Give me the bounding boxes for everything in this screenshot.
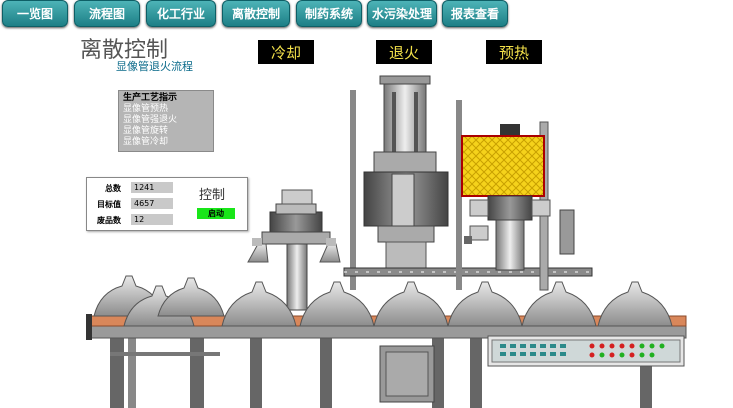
target-label: 目标值	[97, 200, 121, 209]
nav-pharma[interactable]: 制药系统	[296, 0, 362, 27]
start-button[interactable]: 启动	[197, 208, 235, 219]
nav-water-treatment[interactable]: 水污染处理	[367, 0, 437, 27]
process-item-preheat: 显像管预热	[123, 104, 169, 114]
nav-discrete-control[interactable]: 离散控制	[222, 0, 290, 27]
nav-reports[interactable]: 报表查看	[442, 0, 508, 27]
cooling-station	[247, 189, 341, 311]
process-panel-heading: 生产工艺指示	[123, 93, 178, 103]
nav-chemical[interactable]: 化工行业	[146, 0, 216, 27]
annealing-station	[343, 75, 593, 290]
nav-flowchart[interactable]: 流程图	[74, 0, 140, 27]
process-item-rotate: 显像管旋转	[123, 126, 169, 136]
nav-overview[interactable]: 一览图	[2, 0, 68, 27]
control-title: 控制	[199, 188, 226, 203]
waste-label: 废品数	[97, 216, 121, 225]
tube-row	[93, 275, 673, 327]
stage-label-annealing: 退火	[376, 40, 432, 64]
page-title: 离散控制	[80, 38, 169, 63]
preheat-station	[456, 100, 575, 291]
process-item-cool: 显像管冷却	[123, 137, 169, 147]
page-subtitle: 显像管退火流程	[116, 60, 193, 73]
stage-label-preheat: 预热	[486, 40, 542, 64]
process-indicator-panel: 生产工艺指示 显像管预热 显像管强退火 显像管旋转 显像管冷却	[118, 90, 214, 152]
total-label: 总数	[105, 184, 121, 193]
process-item-anneal: 显像管强退火	[123, 115, 178, 125]
conveyor-stand	[89, 323, 687, 408]
control-panel: 总数 1241 目标值 4657 废品数 12 控制 启动	[86, 177, 248, 231]
stage-label-cooling: 冷却	[258, 40, 314, 64]
total-value: 1241	[131, 182, 173, 193]
waste-value: 12	[131, 214, 173, 225]
target-value[interactable]: 4657	[131, 198, 173, 209]
operator-console	[487, 335, 685, 367]
